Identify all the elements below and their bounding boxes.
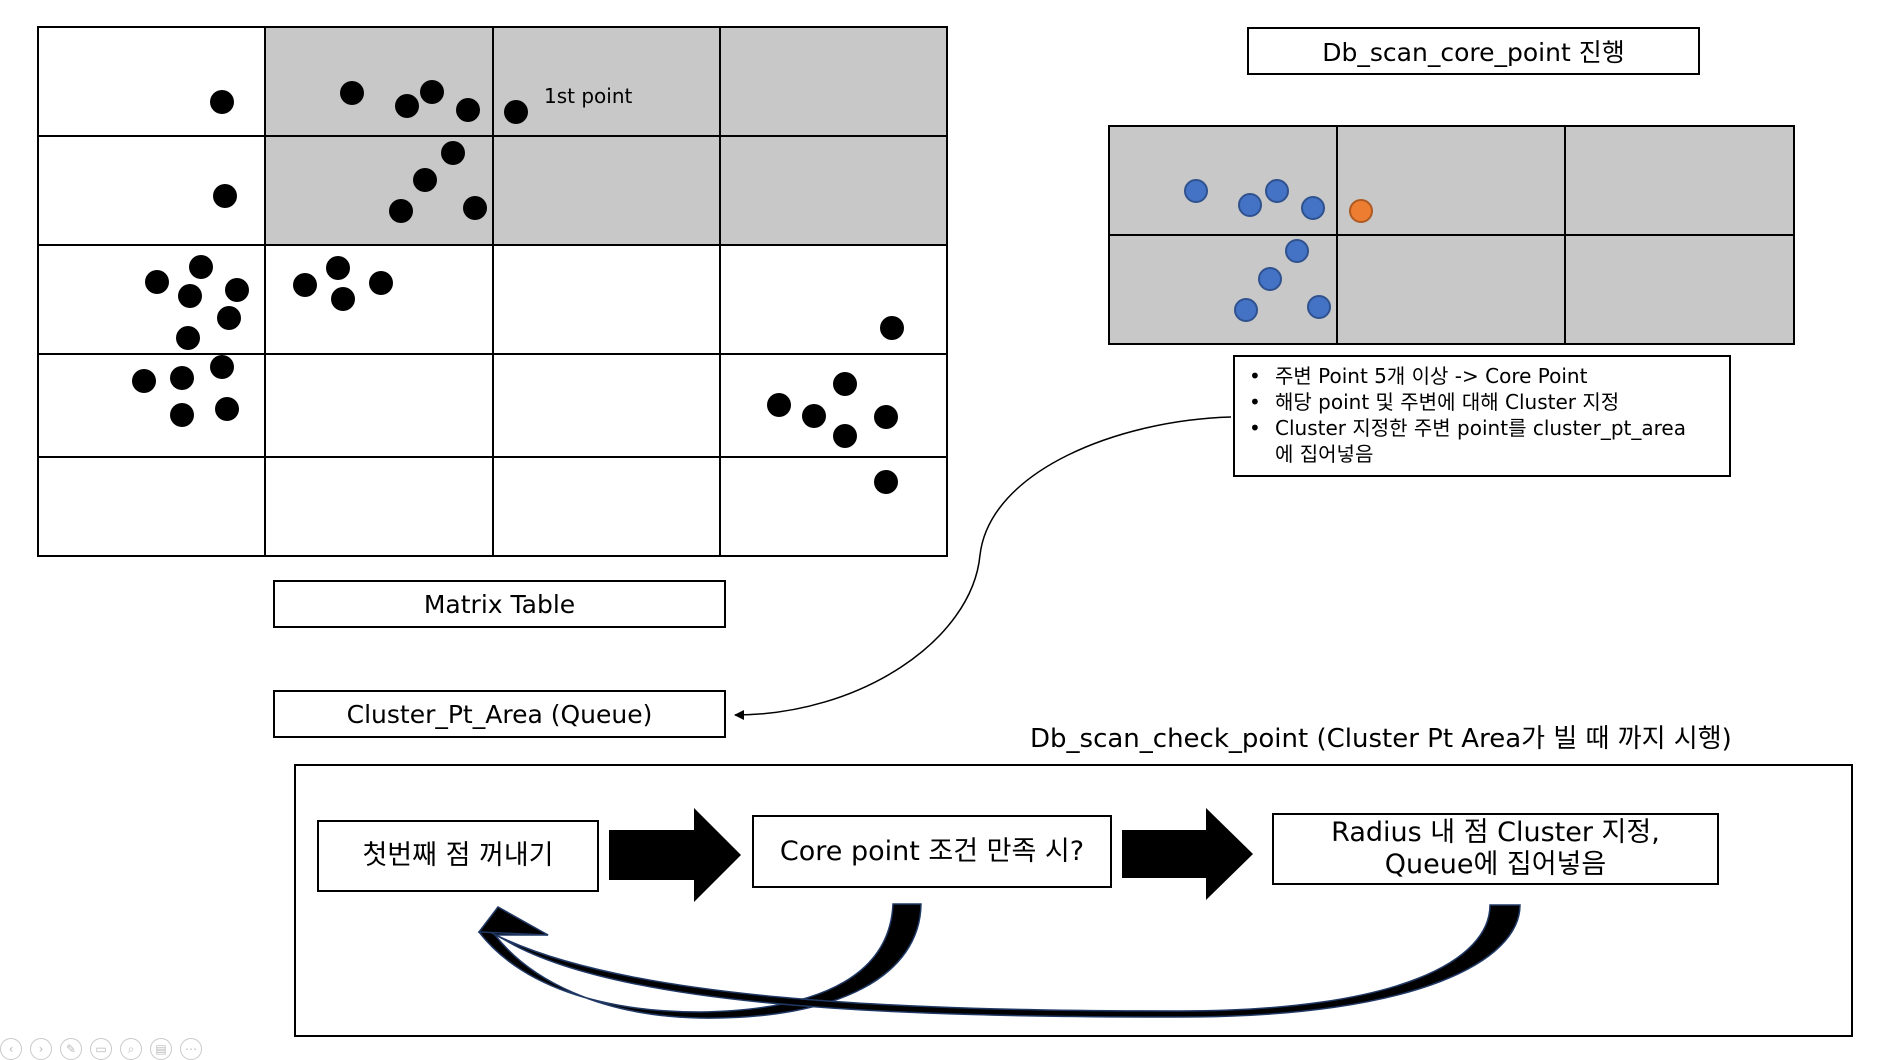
data-point	[213, 184, 237, 208]
data-point	[170, 403, 194, 427]
clustered-point	[1307, 295, 1331, 319]
clustered-point	[1285, 239, 1309, 263]
data-point	[463, 196, 487, 220]
data-point	[369, 271, 393, 295]
flow-step-assign-cluster: Radius 내 점 Cluster 지정, Queue에 집어넣음	[1272, 813, 1719, 885]
check-point-title: Db_scan_check_point (Cluster Pt Area가 빌 …	[1030, 724, 1732, 754]
feedback-arrow-icon	[477, 903, 922, 1019]
flow-step-3-line-1: Radius 내 점 Cluster 지정,	[1331, 817, 1660, 849]
first-point-label: 1st point	[544, 84, 633, 108]
matrix-table-label: Matrix Table	[273, 580, 726, 628]
note-item: 주변 Point 5개 이상 -> Core Point	[1249, 363, 1719, 389]
flow-step-3-line-2: Queue에 집어넣음	[1384, 849, 1607, 880]
data-point	[395, 94, 419, 118]
core-point-title: Db_scan_core_point 진행	[1247, 27, 1700, 75]
block-arrow-right-icon	[609, 808, 741, 902]
slides-icon[interactable]: ▤	[150, 1038, 172, 1060]
feedback-arrow-head-icon	[477, 906, 549, 936]
clustered-point	[1238, 193, 1262, 217]
data-point	[189, 255, 213, 279]
matrix-table	[37, 26, 948, 557]
block-arrow-right-icon	[1122, 808, 1253, 900]
data-point	[215, 397, 239, 421]
pen-icon[interactable]: ✎	[60, 1038, 82, 1060]
back-icon[interactable]: ‹	[0, 1038, 22, 1060]
flow-step-core-point-check: Core point 조건 만족 시?	[752, 815, 1112, 888]
more-icon[interactable]: ⋯	[180, 1038, 202, 1060]
data-point	[340, 81, 364, 105]
data-point	[874, 405, 898, 429]
note-item-continuation: 에 집어넣음	[1275, 442, 1374, 466]
data-point	[132, 369, 156, 393]
data-point	[145, 270, 169, 294]
forward-icon[interactable]: ›	[30, 1038, 52, 1060]
note-item: 해당 point 및 주변에 대해 Cluster 지정	[1249, 389, 1719, 415]
data-point	[210, 355, 234, 379]
data-point	[210, 90, 234, 114]
cluster-points	[1184, 179, 1331, 322]
data-point	[880, 316, 904, 340]
notes-to-queue-connector	[734, 416, 1232, 720]
data-point	[178, 284, 202, 308]
clustered-point	[1184, 179, 1208, 203]
core-point-notes: 주변 Point 5개 이상 -> Core Point 해당 point 및 …	[1233, 355, 1731, 477]
data-point	[441, 141, 465, 165]
data-point	[225, 278, 249, 302]
data-point	[874, 470, 898, 494]
data-point	[413, 168, 437, 192]
data-point	[331, 287, 355, 311]
clustered-point	[1258, 267, 1282, 291]
note-item: Cluster 지정한 주변 point를 cluster_pt_area	[1249, 415, 1719, 441]
data-point	[420, 80, 444, 104]
first-point-marker	[504, 100, 528, 124]
data-point	[833, 372, 857, 396]
data-point	[389, 199, 413, 223]
flow-step-take-first-point: 첫번째 점 꺼내기	[317, 820, 599, 892]
data-point	[217, 306, 241, 330]
eraser-icon[interactable]: ▭	[90, 1038, 112, 1060]
clustered-point	[1234, 298, 1258, 322]
core-point-grid	[1108, 125, 1795, 345]
data-point	[833, 424, 857, 448]
data-point	[802, 404, 826, 428]
zoom-icon[interactable]: ⌕	[120, 1038, 142, 1060]
data-point	[176, 326, 200, 350]
data-point	[456, 98, 480, 122]
check-point-frame	[294, 764, 1853, 1037]
data-point	[293, 273, 317, 297]
cluster-pt-area-label: Cluster_Pt_Area (Queue)	[273, 690, 726, 738]
presenter-toolbar: ‹ › ✎ ▭ ⌕ ▤ ⋯	[0, 1038, 202, 1060]
data-point	[326, 256, 350, 280]
feedback-arrow-icon	[489, 904, 1521, 1018]
matrix-points	[132, 80, 904, 494]
clustered-point	[1265, 179, 1289, 203]
data-point	[767, 393, 791, 417]
clustered-point	[1301, 196, 1325, 220]
core-point-marker	[1349, 199, 1373, 223]
data-point	[170, 366, 194, 390]
